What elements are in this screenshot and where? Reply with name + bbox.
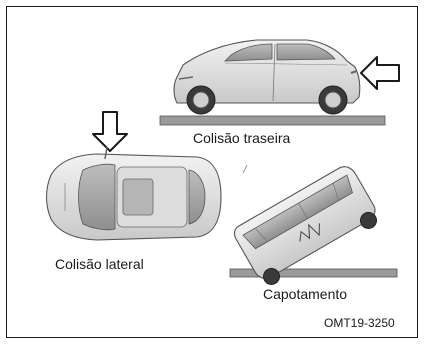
illustration [45, 39, 400, 285]
ground-rear [159, 115, 386, 126]
ground-rollover [229, 268, 398, 278]
label-rollover: Capotamento [263, 286, 348, 302]
rollover-car [229, 166, 398, 285]
label-side-collision: Colisão lateral [55, 256, 144, 272]
arrow-down-icon [92, 111, 128, 152]
arrow-left-icon [360, 56, 400, 90]
side-collision-car [45, 146, 248, 241]
figure-frame: Colisão traseira Colisão lateral Capotam… [6, 6, 418, 338]
reference-code: OMT19-3250 [324, 316, 395, 330]
label-rear-collision: Colisão traseira [193, 130, 291, 146]
rear-collision-car [159, 39, 386, 126]
